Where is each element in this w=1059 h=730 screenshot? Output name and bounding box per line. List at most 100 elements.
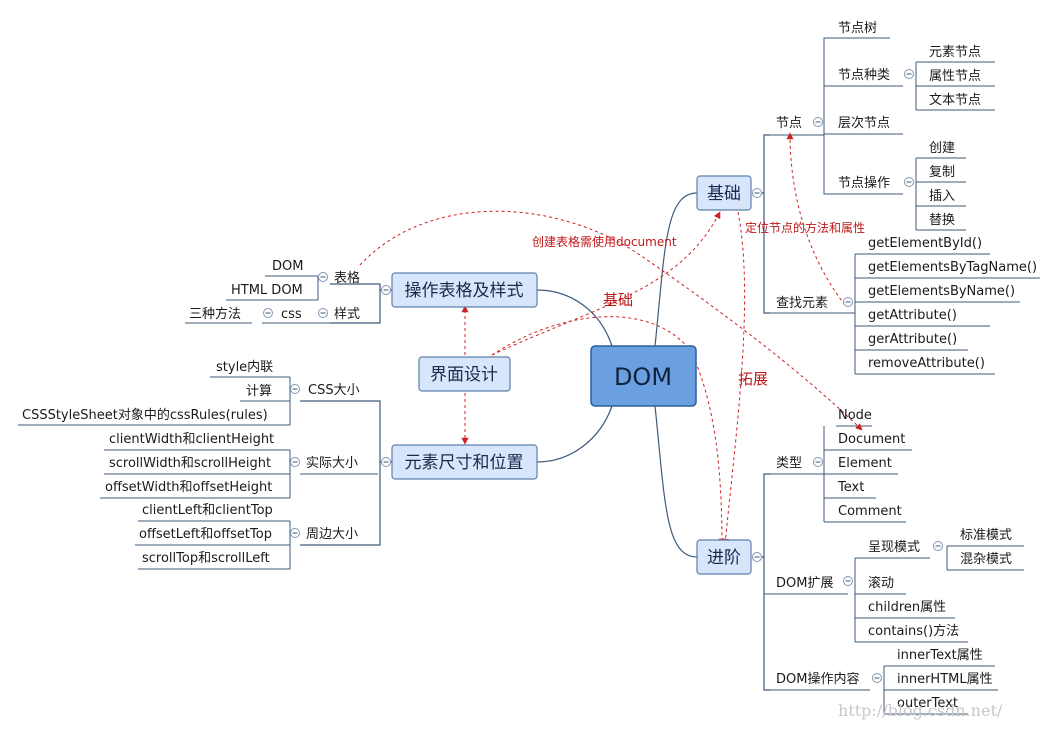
collapse-icon[interactable] [904,69,914,79]
relation-label: 拓展 [738,370,768,388]
node-label: 类型 [776,456,802,471]
node-label: css [281,307,302,322]
collapse-icon[interactable] [843,576,853,586]
branch-label: 元素尺寸和位置 [405,453,524,473]
node-label: innerHTML属性 [897,672,993,687]
branch-label: 界面设计 [430,365,498,385]
collapse-icon[interactable] [318,308,328,318]
collapse-markers [263,69,943,683]
jinjie-subtree [757,425,1024,715]
branch-label: 操作表格及样式 [405,281,524,301]
node-label: 插入 [929,189,955,204]
node-label: gerAttribute() [868,332,957,347]
node-label: clientLeft和clientTop [142,503,273,518]
collapse-icon[interactable] [752,552,762,562]
root-connectors [536,192,698,558]
node-label: CSS大小 [308,383,360,398]
node-label: getElementsByTagName() [868,260,1037,275]
collapse-icon[interactable] [318,272,328,282]
node-label: DOM [272,259,303,274]
collapse-icon[interactable] [813,457,823,467]
node-label: 三种方法 [189,306,241,322]
node-label: 替换 [929,213,955,228]
relation-label: 创建表格需使用document [532,234,677,249]
collapse-icon[interactable] [933,541,943,551]
node-label: 周边大小 [306,527,358,542]
node-label: 呈现模式 [868,540,920,555]
node-label: Comment [838,504,902,519]
node-label: DOM扩展 [776,576,833,591]
node-label: 复制 [929,165,955,180]
branch-jichu[interactable]: 基础 [696,175,752,211]
node-label: getElementById() [868,236,982,251]
branch-jinjie[interactable]: 进阶 [696,539,752,575]
node-label: Node [838,408,872,423]
node-label: getAttribute() [868,308,957,323]
collapse-icon[interactable] [752,188,762,198]
node-label: scrollWidth和scrollHeight [109,456,271,471]
root-node[interactable]: DOM [590,345,697,407]
node-label: 样式 [334,307,360,322]
node-label: 层次节点 [838,115,890,131]
node-label: outerText [897,696,958,711]
node-label: 节点 [776,116,802,131]
node-label: 查找元素 [776,296,828,311]
node-label: DOM操作内容 [776,671,859,687]
node-label: Element [838,456,892,471]
branch-jiemian[interactable]: 界面设计 [418,356,511,392]
relation-locate-node [786,132,846,306]
relationships [359,132,863,546]
node-label: Text [837,480,864,495]
node-label: 元素节点 [929,45,981,60]
collapse-icon[interactable] [263,308,273,318]
relation-extend-ui [491,316,726,546]
node-label: 文本节点 [929,93,981,108]
node-label: contains()方法 [868,623,959,639]
relation-create-table [359,210,863,431]
relation-label: 基础 [603,291,633,309]
collapse-icon[interactable] [381,285,391,295]
collapse-icon[interactable] [381,457,391,467]
node-label: CSSStyleSheet对象中的cssRules(rules) [22,407,268,423]
node-label: offsetWidth和offsetHeight [105,480,272,495]
node-label: 滚动 [868,575,894,591]
relation-label: 定位节点的方法和属性 [745,220,865,235]
node-label: 创建 [929,141,955,156]
collapse-icon[interactable] [290,384,300,394]
collapse-icon[interactable] [843,297,853,307]
node-label: 计算 [246,384,272,399]
collapse-icon[interactable] [290,528,300,538]
node-label: offsetLeft和offsetTop [139,527,272,542]
node-label: 实际大小 [306,456,358,471]
watermark: http://blog.csdn.net/ [838,701,1003,720]
branch-label: 基础 [707,184,741,204]
node-label: 节点种类 [838,68,890,83]
node-label: 表格 [334,270,360,286]
node-label: 标准模式 [960,528,1012,543]
branch-biaoge[interactable]: 操作表格及样式 [391,272,538,308]
collapse-icon[interactable] [290,457,300,467]
jichu-subtree [757,37,1040,375]
collapse-icon[interactable] [904,177,914,187]
node-label: getElementsByName() [868,284,1015,299]
node-label: 节点树 [838,21,877,36]
node-label: clientWidth和clientHeight [109,432,274,447]
node-label: Document [838,432,905,447]
node-label: scrollTop和scrollLeft [142,551,270,566]
relation-basic [491,211,721,356]
branch-chicun[interactable]: 元素尺寸和位置 [391,444,538,480]
relation-extend-basic [722,211,746,546]
branch-label: 进阶 [707,548,741,568]
collapse-icon[interactable] [872,673,882,683]
node-label: 节点操作 [838,175,890,191]
biaoge-subtree [185,275,392,324]
node-label: 混杂模式 [960,552,1012,567]
collapse-icon[interactable] [813,117,823,127]
root-label: DOM [614,363,672,391]
node-label: 属性节点 [929,69,981,84]
node-label: children属性 [868,600,946,615]
node-label: removeAttribute() [868,356,985,371]
node-label: HTML DOM [231,283,303,298]
node-label: innerText属性 [897,648,983,663]
